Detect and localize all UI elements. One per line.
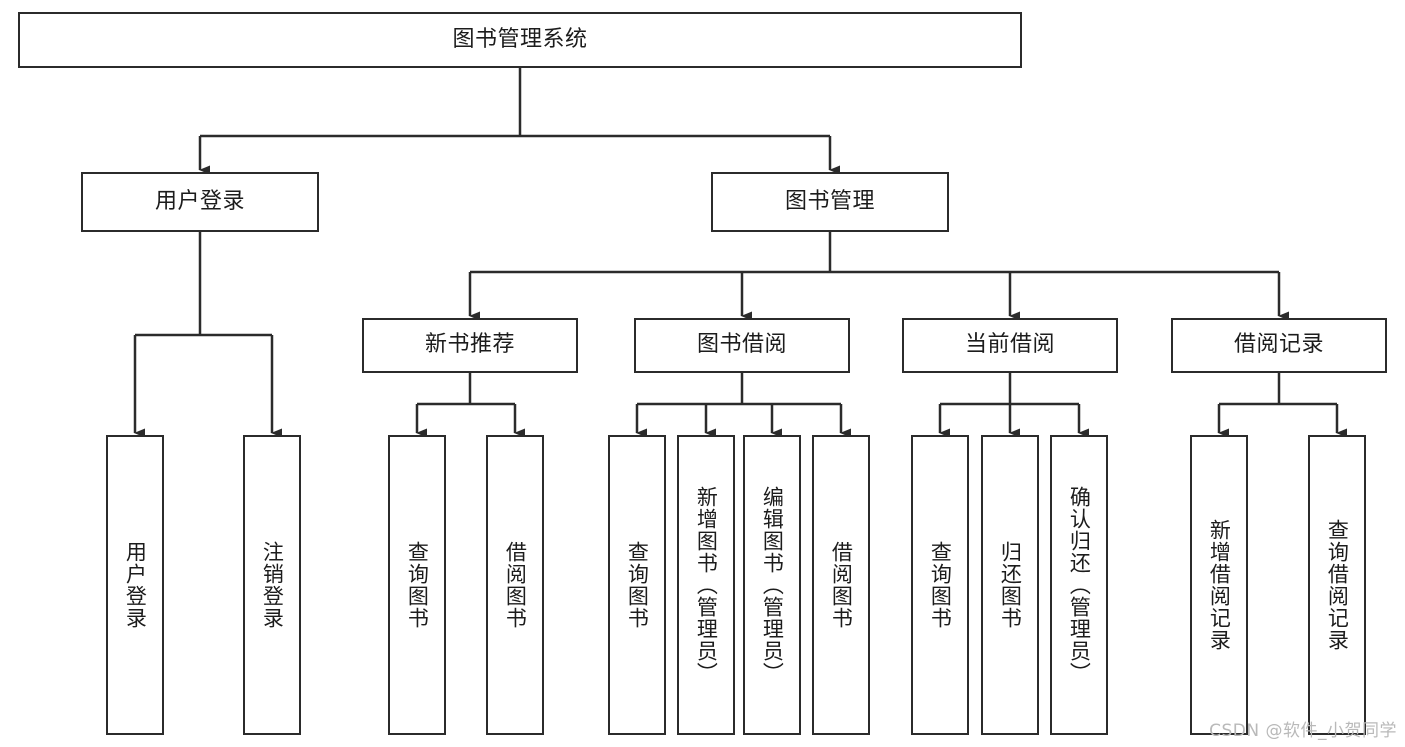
node-bookmgmt[interactable]: 图书管理 [711, 172, 949, 232]
node-current[interactable]: 当前借阅 [902, 318, 1118, 373]
node-label-leaf13: 查询借阅记录 [1325, 519, 1350, 651]
node-label-root: 图书管理系统 [452, 26, 588, 52]
node-leaf3[interactable]: 查询图书 [388, 435, 446, 735]
node-leaf9[interactable]: 查询图书 [911, 435, 969, 735]
node-leaf4[interactable]: 借阅图书 [486, 435, 544, 735]
node-label-leaf4: 借阅图书 [503, 541, 528, 629]
node-label-bookmgmt: 图书管理 [784, 188, 875, 214]
node-leaf6[interactable]: 新增图书（管理员） [677, 435, 735, 735]
node-newbook[interactable]: 新书推荐 [362, 318, 578, 373]
node-label-leaf10: 归还图书 [998, 541, 1023, 629]
node-label-leaf6: 新增图书（管理员） [694, 486, 719, 684]
node-label-borrow: 图书借阅 [696, 332, 787, 358]
node-label-records: 借阅记录 [1233, 332, 1324, 358]
node-leaf10[interactable]: 归还图书 [981, 435, 1039, 735]
node-leaf5[interactable]: 查询图书 [608, 435, 666, 735]
node-label-leaf12: 新增借阅记录 [1207, 519, 1232, 651]
node-label-leaf3: 查询图书 [405, 541, 430, 629]
node-label-leaf1: 用户登录 [123, 541, 148, 629]
node-label-login: 用户登录 [154, 188, 245, 214]
node-leaf8[interactable]: 借阅图书 [812, 435, 870, 735]
node-label-leaf9: 查询图书 [928, 541, 953, 629]
node-login[interactable]: 用户登录 [81, 172, 319, 232]
node-label-leaf2: 注销登录 [260, 541, 285, 629]
node-borrow[interactable]: 图书借阅 [634, 318, 850, 373]
node-label-leaf7: 编辑图书（管理员） [760, 486, 785, 684]
csdn-watermark: CSDN @软件_小贺同学 [1209, 721, 1397, 741]
node-label-current: 当前借阅 [964, 332, 1055, 358]
node-leaf7[interactable]: 编辑图书（管理员） [743, 435, 801, 735]
node-label-leaf8: 借阅图书 [829, 541, 854, 629]
node-records[interactable]: 借阅记录 [1171, 318, 1387, 373]
node-label-newbook: 新书推荐 [424, 332, 515, 358]
node-leaf11[interactable]: 确认归还（管理员） [1050, 435, 1108, 735]
node-root[interactable]: 图书管理系统 [18, 12, 1022, 68]
node-leaf12[interactable]: 新增借阅记录 [1190, 435, 1248, 735]
node-leaf2[interactable]: 注销登录 [243, 435, 301, 735]
node-leaf13[interactable]: 查询借阅记录 [1308, 435, 1366, 735]
node-leaf1[interactable]: 用户登录 [106, 435, 164, 735]
node-label-leaf11: 确认归还（管理员） [1067, 486, 1092, 684]
node-label-leaf5: 查询图书 [625, 541, 650, 629]
